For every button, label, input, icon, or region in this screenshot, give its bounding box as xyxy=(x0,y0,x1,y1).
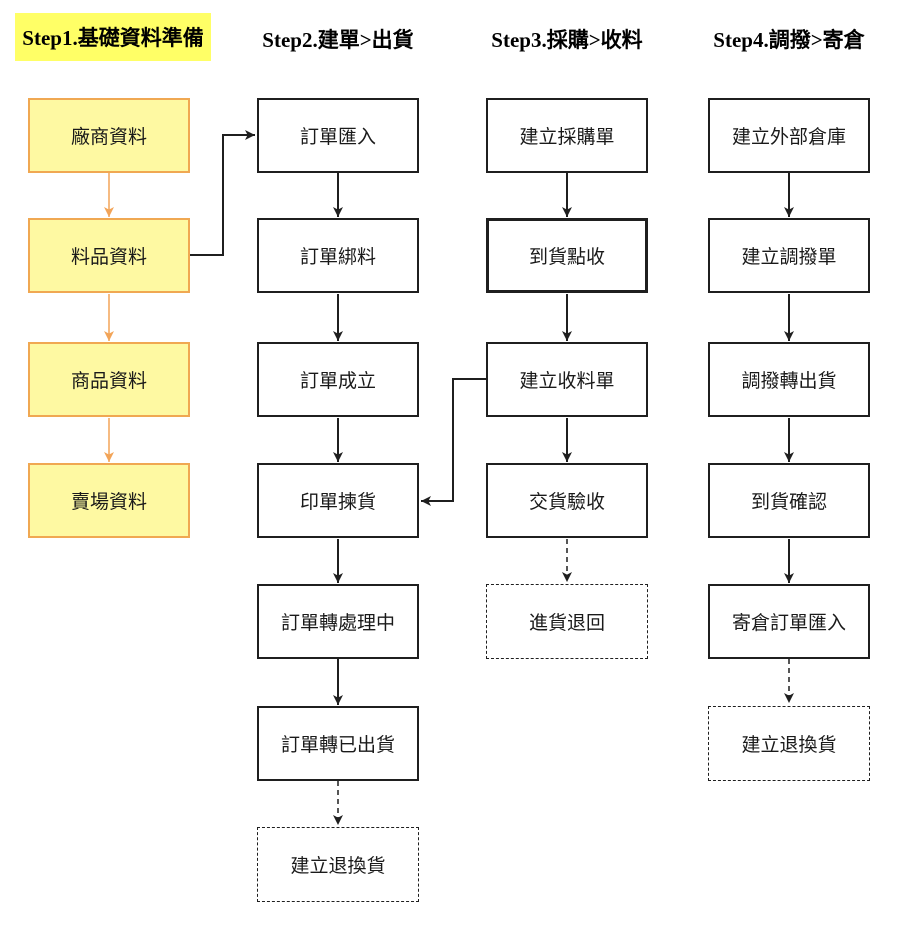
node-purchase-return: 進貨退回 xyxy=(486,584,648,659)
node-transfer-to-shipment: 調撥轉出貨 xyxy=(708,342,870,417)
node-consignment-order-import: 寄倉訂單匯入 xyxy=(708,584,870,659)
step4-header: Step4.調撥>寄倉 xyxy=(713,28,865,52)
node-store-data: 賣場資料 xyxy=(28,463,190,538)
node-create-external-warehouse: 建立外部倉庫 xyxy=(708,98,870,173)
node-create-transfer-order: 建立調撥單 xyxy=(708,218,870,293)
node-create-return-exchange-order: 建立退換貨 xyxy=(257,827,419,902)
node-order-processing: 訂單轉處理中 xyxy=(257,584,419,659)
node-order-created: 訂單成立 xyxy=(257,342,419,417)
step2-header: Step2.建單>出貨 xyxy=(262,28,414,52)
node-create-return-exchange-consign: 建立退換貨 xyxy=(708,706,870,781)
node-print-picking: 印單揀貨 xyxy=(257,463,419,538)
node-supplier-data: 廠商資料 xyxy=(28,98,190,173)
node-item-data: 料品資料 xyxy=(28,218,190,293)
node-delivery-acceptance: 交貨驗收 xyxy=(486,463,648,538)
node-create-purchase-order: 建立採購單 xyxy=(486,98,648,173)
node-arrival-confirmation: 到貨確認 xyxy=(708,463,870,538)
node-order-import: 訂單匯入 xyxy=(257,98,419,173)
node-order-bind-material: 訂單綁料 xyxy=(257,218,419,293)
node-product-data: 商品資料 xyxy=(28,342,190,417)
arrow-item-to-order-import xyxy=(190,130,255,256)
node-order-shipped: 訂單轉已出貨 xyxy=(257,706,419,781)
node-create-receiving-slip: 建立收料單 xyxy=(486,342,648,417)
step3-header: Step3.採購>收料 xyxy=(491,28,643,52)
node-arrival-check: 到貨點收 xyxy=(486,218,648,293)
step1-header: Step1.基礎資料準備 xyxy=(15,13,211,61)
arrow-receipt-to-pick xyxy=(421,378,486,506)
